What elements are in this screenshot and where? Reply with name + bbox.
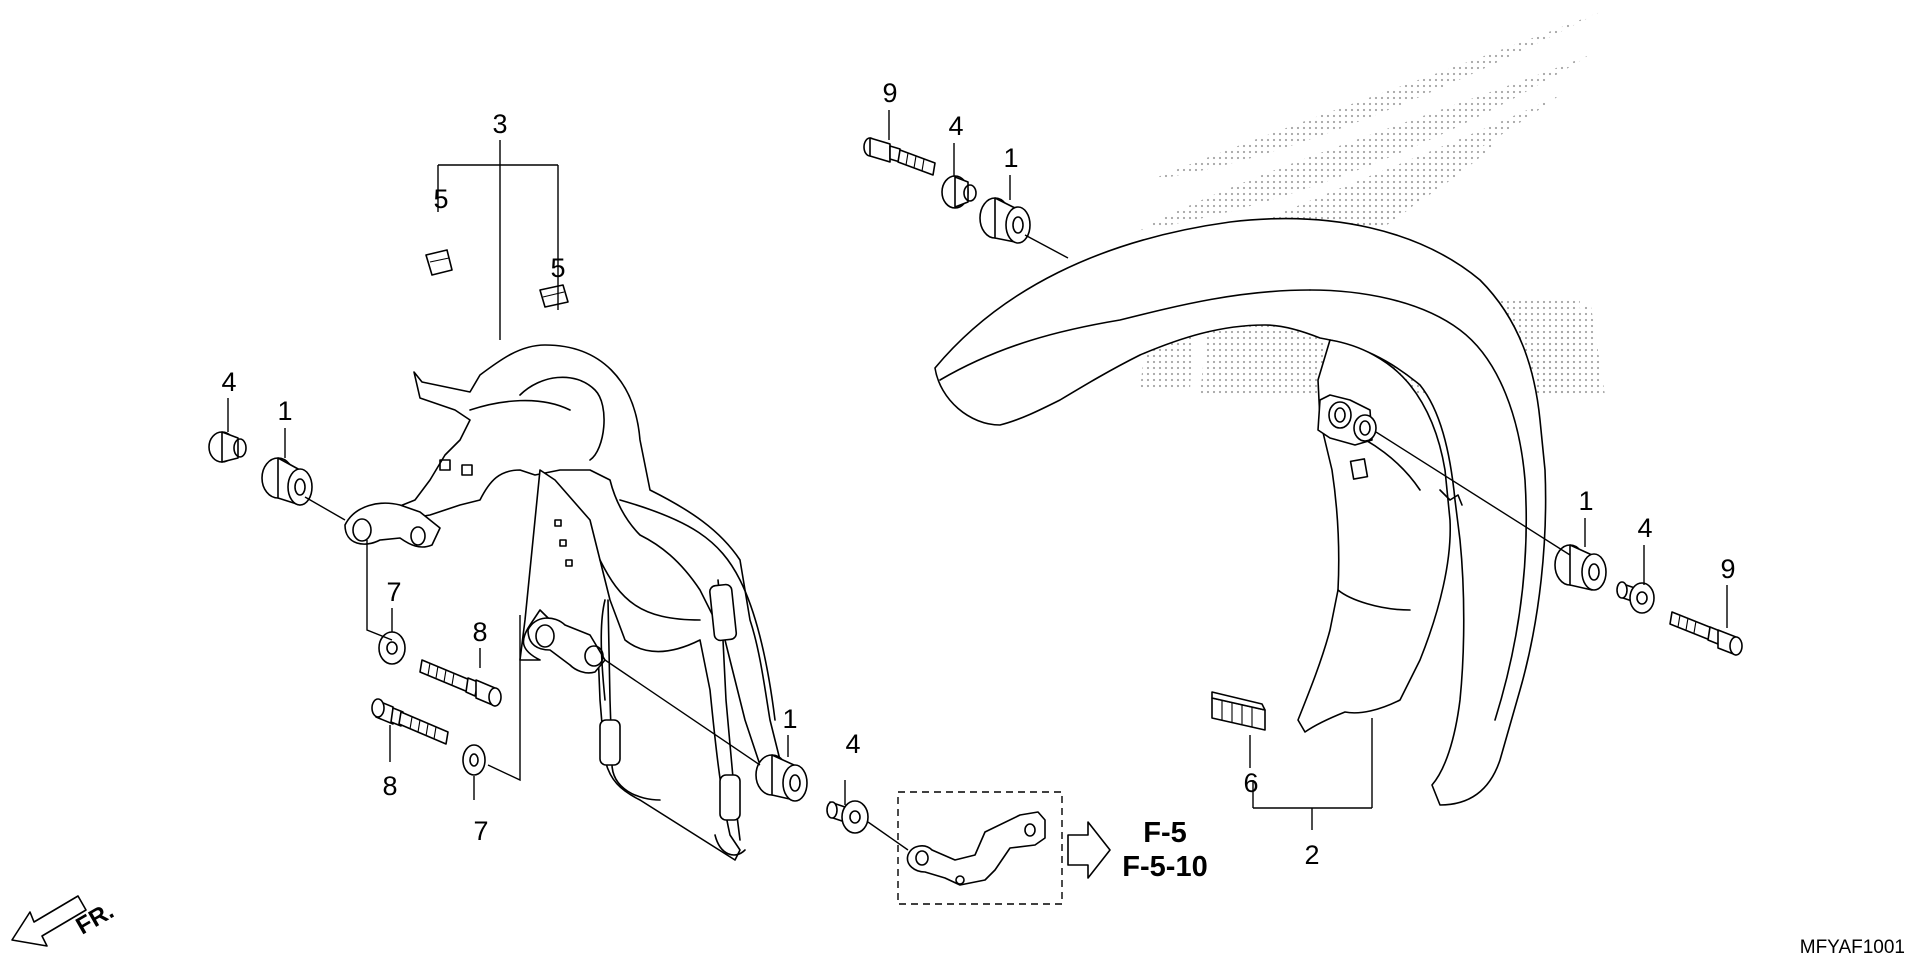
bolt-part-8a xyxy=(419,659,502,707)
front-fender-part-2 xyxy=(934,217,1547,806)
callout-9a: 9 xyxy=(882,78,897,108)
callout-4b: 4 xyxy=(845,729,860,759)
reference-arrow-icon xyxy=(1067,821,1111,879)
grommet-part-1d xyxy=(1554,544,1607,591)
callout-8b: 8 xyxy=(382,771,397,801)
washer-part-7b xyxy=(462,744,486,776)
callout-1a: 1 xyxy=(277,396,292,426)
diagram-code: MFYAF1001 xyxy=(1800,937,1905,958)
collar-part-4c xyxy=(941,175,977,209)
collar-part-4d xyxy=(1616,581,1655,614)
callout-9b: 9 xyxy=(1720,554,1735,584)
reference-page-f5[interactable]: F-5 xyxy=(1143,817,1187,849)
front-arrow-icon xyxy=(11,895,87,947)
callout-5b: 5 xyxy=(550,253,565,283)
callout-8a: 8 xyxy=(472,617,487,647)
collar-part-4b xyxy=(826,800,869,834)
bolt-part-9b xyxy=(1669,611,1743,656)
callout-1d: 1 xyxy=(1578,486,1593,516)
bracket-reference-box xyxy=(897,791,1063,905)
callout-4d: 4 xyxy=(1637,513,1652,543)
collar-part-4a xyxy=(208,431,247,463)
front-direction-indicator: FR. xyxy=(11,895,118,947)
callout-1b: 1 xyxy=(782,704,797,734)
callout-2: 2 xyxy=(1304,840,1319,870)
callout-5a: 5 xyxy=(433,184,448,214)
reference-page-f5-10[interactable]: F-5-10 xyxy=(1122,851,1207,883)
callout-3: 3 xyxy=(492,109,507,139)
bolt-part-9a xyxy=(863,137,936,176)
callouts: 3 5 5 4 1 7 8 8 7 1 4 9 4 1 1 4 9 6 2 xyxy=(221,78,1735,870)
grommet-part-1b xyxy=(755,754,808,802)
callout-4c: 4 xyxy=(948,111,963,141)
emblem-part-6 xyxy=(1211,691,1266,731)
callout-1c: 1 xyxy=(1003,143,1018,173)
callout-7a: 7 xyxy=(386,577,401,607)
leader-lines xyxy=(227,110,1728,851)
clip-part-5b xyxy=(539,284,569,308)
callout-7b: 7 xyxy=(473,816,488,846)
callout-4a: 4 xyxy=(221,367,236,397)
callout-6: 6 xyxy=(1243,768,1258,798)
inner-fender-part-3 xyxy=(344,344,781,861)
bolt-part-8b xyxy=(371,698,449,745)
clip-part-5a xyxy=(425,249,453,276)
grommet-part-1c xyxy=(979,197,1031,244)
grommet-part-1a xyxy=(261,457,313,506)
